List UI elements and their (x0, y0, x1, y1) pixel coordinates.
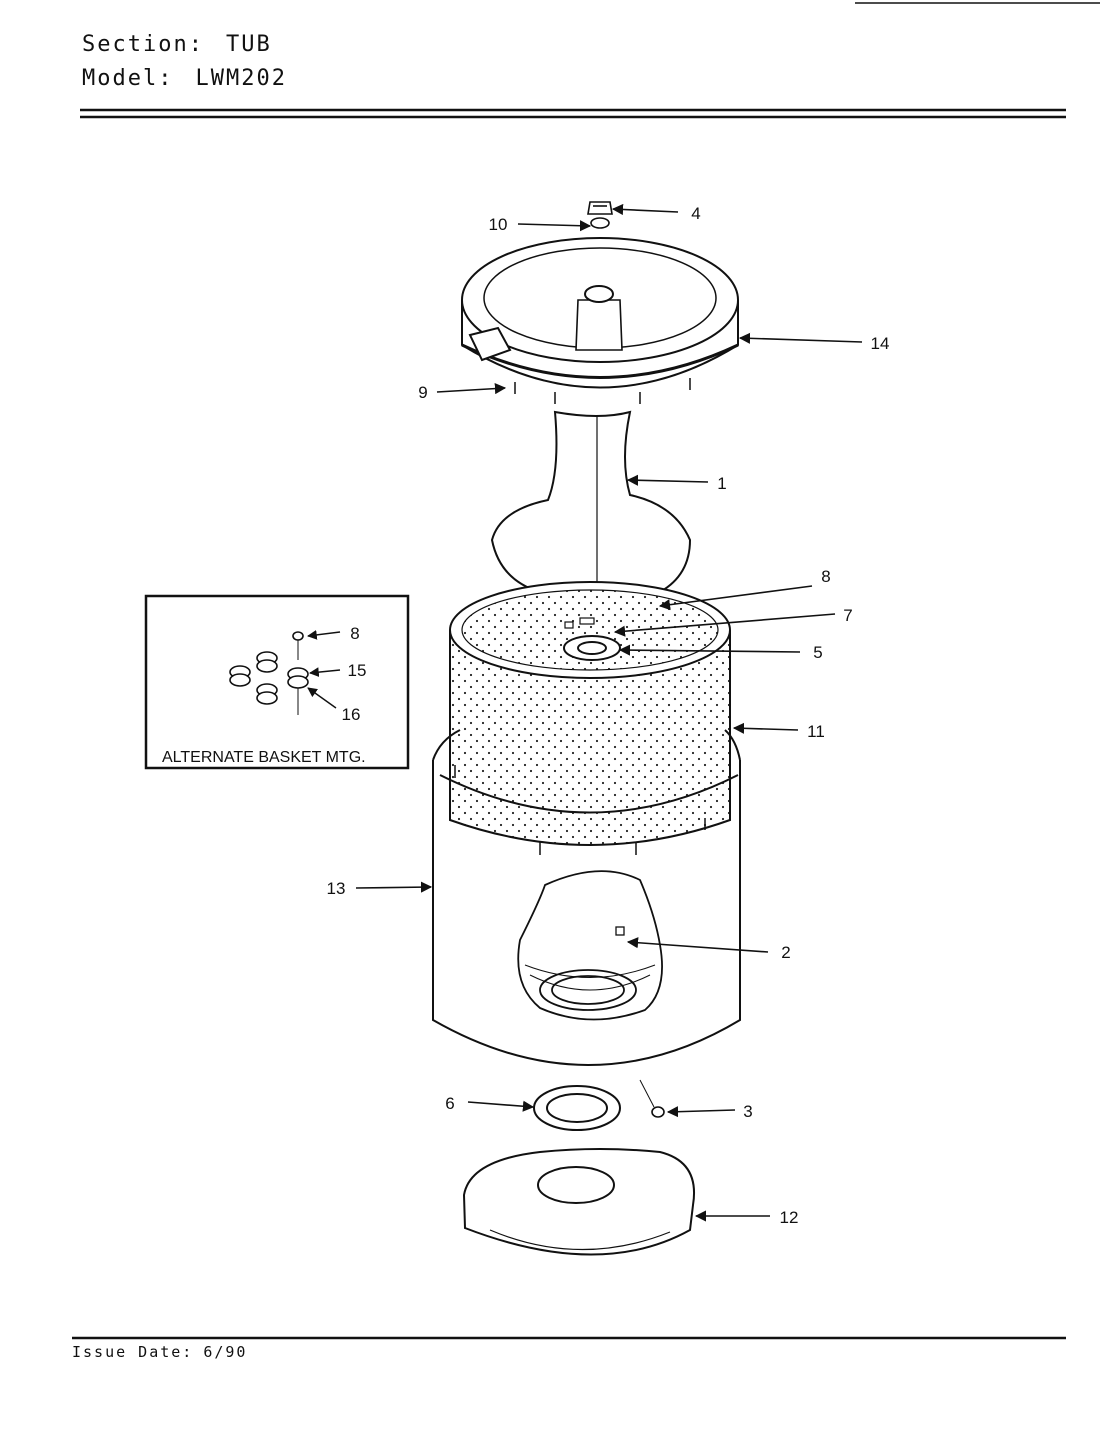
part-ring (533, 1085, 621, 1131)
model-value: LWM202 (195, 66, 287, 91)
callout-label: 11 (807, 722, 825, 741)
header-rules (80, 108, 1066, 119)
callout-label: 1 (717, 474, 726, 493)
callout-leaders (355, 203, 863, 1222)
inset-callout-label: 16 (342, 705, 361, 724)
issue-value: 6/90 (203, 1343, 248, 1361)
part-basket (449, 581, 731, 846)
callout-labels: 4 10 14 9 1 8 7 5 11 13 2 6 3 12 (327, 204, 890, 1227)
section-header: Section: TUB (82, 32, 272, 57)
issue-date: Issue Date: 6/90 (72, 1343, 247, 1361)
inset-leaders (307, 630, 341, 709)
inset-mount-parts (229, 631, 309, 715)
callout-label: 7 (843, 606, 852, 625)
callout-label: 6 (445, 1094, 454, 1113)
part-outer-tub (432, 729, 741, 1066)
section-value: TUB (225, 32, 272, 57)
callout-label: 3 (743, 1102, 752, 1121)
callout-label: 14 (871, 334, 890, 353)
callout-label: 12 (780, 1208, 799, 1227)
model-header: Model: LWM202 (82, 66, 287, 91)
callout-label: 4 (691, 204, 700, 223)
inset-callout-labels: 8 15 16 (342, 624, 367, 724)
issue-label: Issue Date: (72, 1343, 194, 1361)
callout-label: 9 (418, 383, 427, 402)
part-agitator (490, 285, 692, 600)
part-cap (587, 201, 613, 229)
part-tub-hub-cutaway (517, 870, 663, 1021)
inset-callout-label: 15 (348, 661, 367, 680)
callout-label: 8 (821, 567, 830, 586)
callout-label: 13 (327, 879, 346, 898)
callout-label: 5 (813, 643, 822, 662)
inset-alternate-basket: 8 15 16 ALTERNATE BASKET MTG. (144, 594, 410, 770)
callout-label: 2 (781, 943, 790, 962)
model-label: Model: (82, 66, 174, 91)
inset-caption: ALTERNATE BASKET MTG. (162, 749, 366, 766)
callout-label: 10 (489, 215, 508, 234)
part-base (462, 1148, 695, 1256)
inset-callout-label: 8 (350, 624, 359, 643)
section-label: Section: (82, 32, 204, 57)
part-screw (639, 1079, 665, 1118)
